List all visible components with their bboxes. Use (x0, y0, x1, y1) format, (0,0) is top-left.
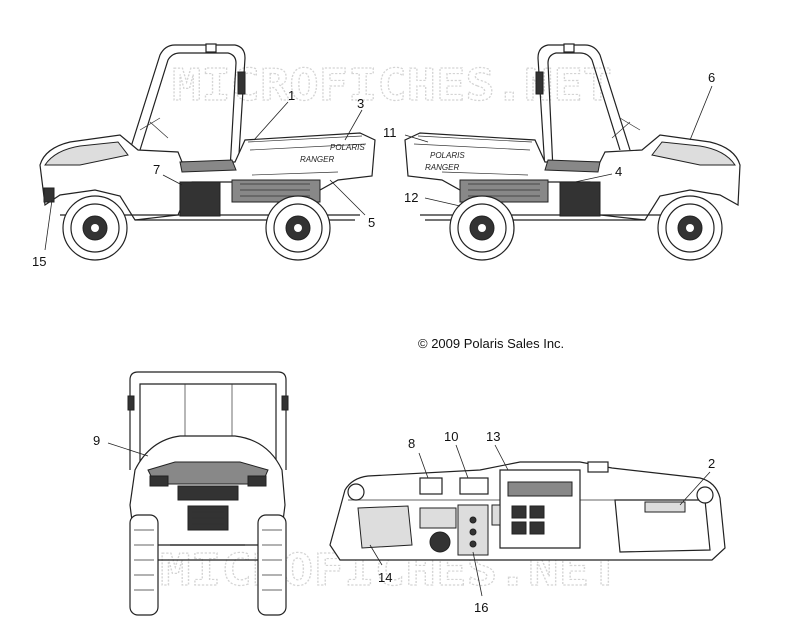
callout-15: 15 (32, 254, 46, 269)
svg-text:POLARIS: POLARIS (330, 143, 365, 152)
callout-4: 4 (615, 164, 622, 179)
dashboard-view (329, 461, 726, 561)
leader-lines (44, 85, 713, 597)
svg-text:POLARIS: POLARIS (430, 151, 465, 160)
rear-wheel (265, 195, 331, 261)
callout-3: 3 (357, 96, 364, 111)
vehicle-right-side-view: RANGER POLARIS (404, 43, 741, 261)
vehicle-front-view (127, 371, 289, 616)
copyright-text: © 2009 Polaris Sales Inc. (418, 336, 565, 351)
callout-2: 2 (708, 456, 715, 471)
callout-13: 13 (486, 429, 500, 444)
front-wheel (62, 195, 128, 261)
vehicle-left-side-view: RANGER POLARIS (39, 43, 376, 261)
callout-6: 6 (708, 70, 715, 85)
svg-text:RANGER: RANGER (300, 155, 334, 164)
callout-5: 5 (368, 215, 375, 230)
rear-wheel-right (449, 195, 515, 261)
front-wheel-right (657, 195, 723, 261)
callout-7: 7 (153, 162, 160, 177)
callout-12: 12 (404, 190, 418, 205)
callout-8: 8 (408, 436, 415, 451)
callout-10: 10 (444, 429, 458, 444)
callout-16: 16 (474, 600, 488, 615)
callout-9: 9 (93, 433, 100, 448)
svg-text:RANGER: RANGER (425, 163, 459, 172)
callout-labels: 1 3 5 7 15 11 12 4 6 9 8 10 13 2 14 16 (32, 70, 715, 615)
callout-1: 1 (288, 88, 295, 103)
callout-11: 11 (383, 125, 397, 140)
callout-14: 14 (378, 570, 392, 585)
